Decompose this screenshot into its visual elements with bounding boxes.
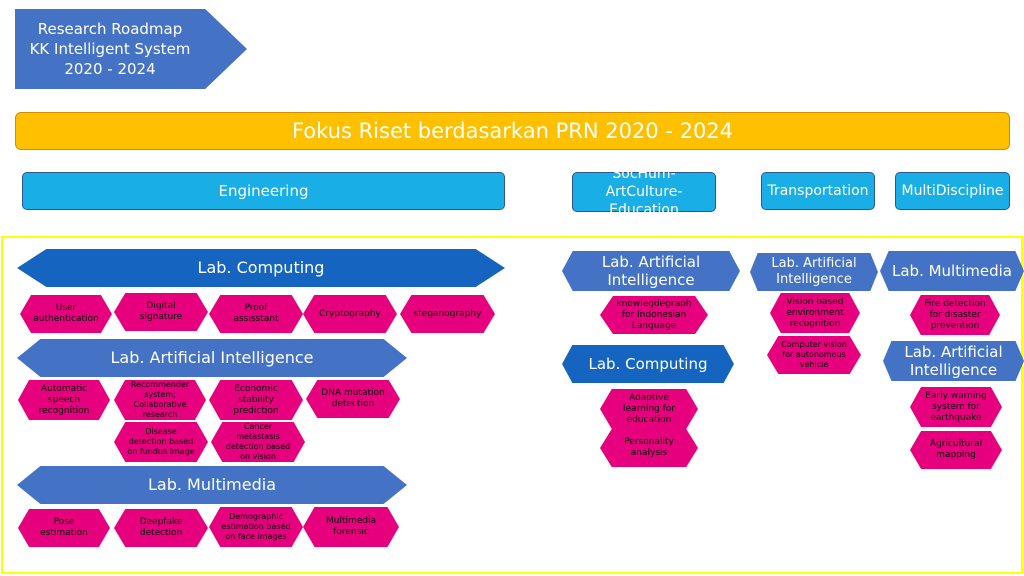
item-recommender-system: Recommender system; Collaborative resear… <box>114 380 206 420</box>
item-automatic-speech-recognition: Automatic speech recognition <box>18 380 110 420</box>
lab-computing-engineering: Lab. Computing <box>17 249 505 287</box>
item-digital-signature: Digital signature <box>114 293 208 331</box>
item-economic-stability-prediction: Economic stability prediction <box>209 380 303 420</box>
category-sochum: SocHum-ArtCulture-Education <box>572 166 716 218</box>
focus-bar: Fokus Riset berdasarkan PRN 2020 - 2024 <box>15 112 1010 150</box>
lab-ai-sochum: Lab. Artificial Intelligence <box>562 251 740 291</box>
item-knowledge-graph: knowlegdegraph for Indonesian Language <box>600 296 708 334</box>
item-adaptive-learning: Adaptive learning for education <box>600 389 698 429</box>
item-cryptography: Cryptography <box>303 295 397 333</box>
item-personality-analysis: Personality analysis <box>600 429 698 467</box>
item-fire-detection: Fire detection for disaster prevention <box>910 295 1000 335</box>
lab-ai-transportation: Lab. Artificial Intelligence <box>750 253 878 291</box>
lab-computing-sochum: Lab. Computing <box>562 345 734 383</box>
item-disease-detection-fundus: Disease detection based on fundus image <box>114 422 208 462</box>
item-computer-vision-autonomous: Computer vision for autonomous vehicle <box>767 336 861 374</box>
item-deepfake-detection: Deepfake detection <box>114 509 208 547</box>
lab-multimedia-multidiscipline: Lab. Multimedia <box>880 251 1024 291</box>
item-steganography: steganography <box>400 295 495 333</box>
item-demographic-estimation: Demographic estimation based on face ima… <box>209 507 303 547</box>
lab-multimedia-engineering: Lab. Multimedia <box>17 466 407 504</box>
item-dna-mutation-detection: DNA mutation detection <box>306 380 400 418</box>
item-user-authentication: User authentication <box>20 295 112 333</box>
item-proof-assisstant: Proof assisstant <box>209 295 303 333</box>
lab-ai-multidiscipline: Lab. Artificial Intelligence <box>883 341 1024 381</box>
category-multidiscipline: MultiDiscipline <box>895 172 1010 210</box>
labs-region <box>1 236 1023 574</box>
item-cancer-metastasis-detection: Cancer metastasis detection based on vis… <box>211 422 305 462</box>
category-transportation: Transportation <box>761 172 875 210</box>
roadmap-title: Research Roadmap KK Intelligent System 2… <box>15 9 247 89</box>
item-vision-environment-recognition: Vision based environment recognition <box>770 293 860 333</box>
category-engineering: Engineering <box>22 172 505 210</box>
item-early-warning-earthquake: Early warning system for earthquake <box>910 387 1002 427</box>
item-agricultural-mapping: Agricultural mapping <box>910 431 1002 469</box>
lab-ai-engineering: Lab. Artificial Intelligence <box>17 339 407 377</box>
item-multimedia-forensic: Multimedia forensic <box>303 507 399 547</box>
item-pose-estimation: Pose estimation <box>18 509 110 547</box>
